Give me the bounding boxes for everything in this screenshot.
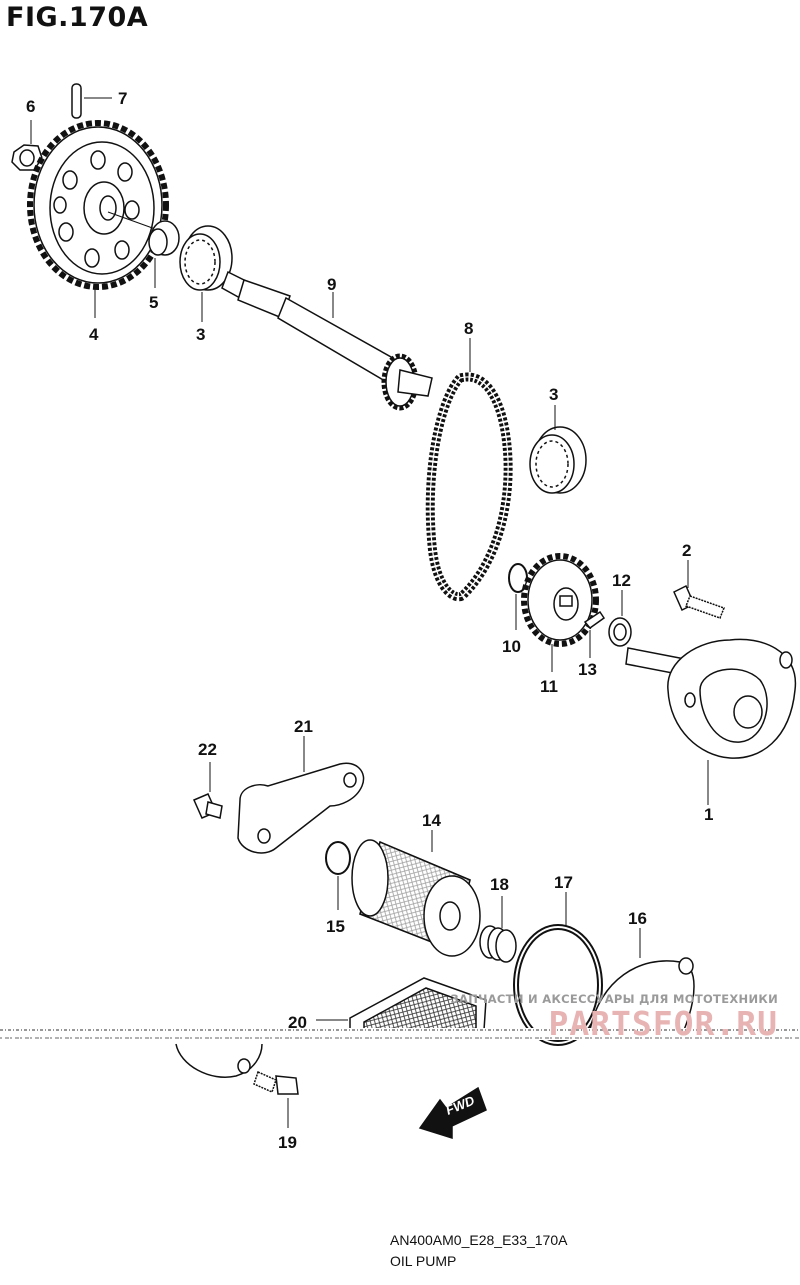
filter-cap-lower-section: [175, 1043, 263, 1078]
callout-3-upper: 3: [196, 325, 205, 344]
callout-15: 15: [326, 917, 345, 936]
figure-title: FIG.170A: [6, 2, 149, 33]
callout-20: 20: [288, 1013, 307, 1032]
o-ring-part-15: [325, 841, 351, 910]
callout-6: 6: [26, 97, 35, 116]
callout-17: 17: [554, 873, 573, 892]
nut-part-6: [11, 120, 43, 171]
oil-filter-part-14: [351, 830, 481, 957]
callout-10: 10: [502, 637, 521, 656]
callout-21: 21: [294, 717, 313, 736]
callout-3-middle: 3: [549, 385, 558, 404]
washer-part-12: [608, 590, 632, 647]
bolt-part-22: [193, 762, 223, 819]
callout-12: 12: [612, 571, 631, 590]
pump-sprocket-part-11: [521, 553, 599, 672]
spring-part-18: [479, 896, 517, 963]
callout-14: 14: [422, 811, 441, 830]
section-name: OIL PUMP: [390, 1253, 457, 1269]
callout-5: 5: [149, 293, 158, 312]
bearing-part-3-middle: [529, 405, 587, 494]
pin-part-13: [583, 610, 606, 658]
chain-part-8: [425, 338, 513, 602]
watermark-brand: PARTSFOR.RU: [548, 1004, 778, 1043]
spacer-part-5: [148, 220, 180, 288]
callout-13: 13: [578, 660, 597, 679]
o-ring-part-17: [513, 892, 603, 1046]
callout-7: 7: [118, 89, 127, 108]
callout-19: 19: [278, 1133, 297, 1152]
bearing-part-3-upper: [179, 225, 233, 322]
callout-4: 4: [89, 325, 99, 344]
model-code: AN400AM0_E28_E33_170A: [390, 1232, 568, 1248]
torn-edge-divider: [0, 1028, 800, 1040]
callout-8: 8: [464, 319, 473, 338]
pin-part-7: [71, 83, 112, 119]
callout-11: 11: [540, 677, 558, 696]
bolt-part-2: [673, 560, 725, 619]
callout-18: 18: [490, 875, 509, 894]
oil-pump-body-part-1: [625, 638, 797, 805]
filter-cap-part-16: [589, 928, 695, 1031]
watermark-text: ЗАПЧАСТИ И АКСЕССУАРЫ ДЛЯ МОТОТЕХНИКИ: [450, 992, 778, 1006]
fwd-direction-arrow: FWD: [418, 1086, 487, 1140]
driven-gear-part-4: [27, 120, 169, 318]
callout-9: 9: [327, 275, 336, 294]
bolt-part-19: [253, 1070, 299, 1128]
plate-part-21: [237, 736, 365, 854]
callout-22: 22: [198, 740, 217, 759]
callout-2: 2: [682, 541, 691, 560]
pump-shaft-part-9: [221, 270, 433, 411]
callout-1: 1: [704, 805, 713, 824]
callout-16: 16: [628, 909, 647, 928]
